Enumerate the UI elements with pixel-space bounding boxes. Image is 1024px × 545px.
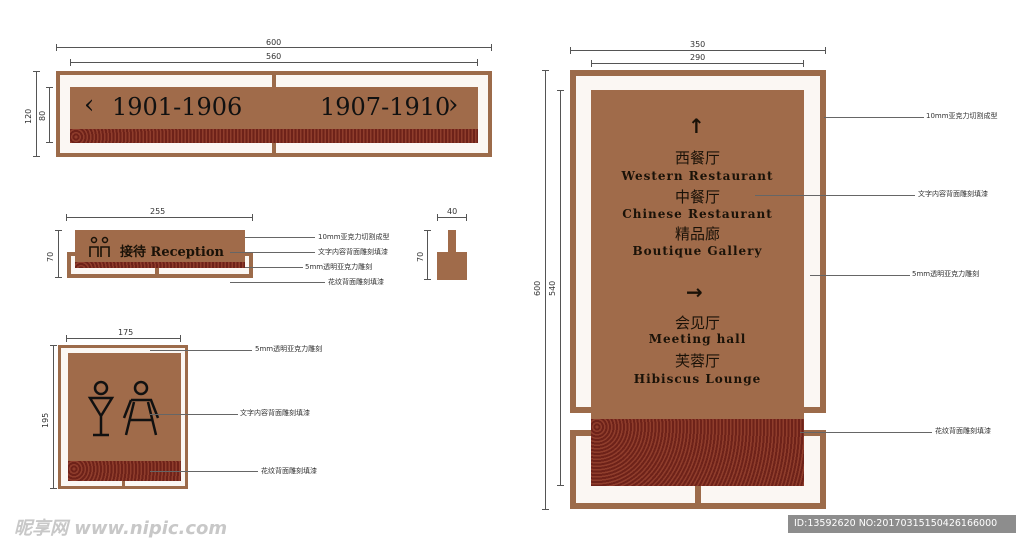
restroom-leader-1 bbox=[150, 350, 252, 351]
restroom-leader-3 bbox=[150, 471, 258, 472]
dim-line-350 bbox=[570, 47, 826, 54]
side-view-post bbox=[448, 230, 456, 252]
restroom-note-3: 花纹背面雕刻填漆 bbox=[261, 467, 317, 475]
directory-divider bbox=[695, 486, 701, 509]
watermark-id-text: ID:13592620 NO:20170315150426166000 bbox=[794, 518, 998, 529]
western-restaurant-cn: 西餐厅 bbox=[674, 149, 720, 167]
dim-line-40 bbox=[437, 214, 467, 221]
dim-label-600: 600 bbox=[266, 38, 282, 47]
watermark-logo: 昵享网 www.nipic.com bbox=[14, 518, 228, 539]
restroom-note-1: 5mm透明亚克力雕刻 bbox=[255, 345, 323, 353]
directory-plate bbox=[591, 90, 804, 419]
directory-leader-3 bbox=[810, 275, 910, 276]
reception-note-1: 10mm亚克力切割成型 bbox=[318, 233, 390, 241]
boutique-gallery-cn: 精品廊 bbox=[674, 225, 720, 243]
reception-note-2: 文字内容背面雕刻填漆 bbox=[318, 248, 388, 256]
dim-label-40: 40 bbox=[447, 207, 458, 216]
dim-label-175: 175 bbox=[118, 328, 134, 337]
dim-line-290 bbox=[591, 60, 804, 67]
restroom-leader-2 bbox=[150, 414, 238, 415]
directory-wave-pattern bbox=[591, 419, 804, 486]
dim-line-70-side bbox=[424, 230, 431, 280]
banner-right-years: 1907-1910 bbox=[320, 93, 451, 121]
dim-label-290: 290 bbox=[690, 53, 706, 62]
dim-line-70 bbox=[55, 230, 62, 278]
dim-line-255 bbox=[66, 214, 253, 221]
restroom-note-2: 文字内容背面雕刻填漆 bbox=[240, 409, 310, 417]
right-arrow-icon: → bbox=[686, 280, 703, 304]
dim-line-560 bbox=[70, 59, 478, 66]
dim-label-70-side: 70 bbox=[416, 251, 425, 262]
people-icon bbox=[89, 236, 110, 257]
directory-note-2: 文字内容背面雕刻填漆 bbox=[918, 190, 988, 198]
directory-leader-2 bbox=[755, 195, 915, 196]
reception-note-4: 花纹背面雕刻填漆 bbox=[328, 278, 384, 286]
dim-label-540-v: 540 bbox=[548, 280, 557, 296]
reception-leader-3 bbox=[245, 267, 303, 268]
chinese-restaurant-en: Chinese Restaurant bbox=[622, 207, 773, 221]
dim-label-70: 70 bbox=[46, 251, 55, 262]
hibiscus-lounge-en: Hibiscus Lounge bbox=[633, 372, 762, 386]
banner-left-arrow: ‹ bbox=[84, 90, 95, 120]
western-restaurant-en: Western Restaurant bbox=[621, 169, 774, 183]
dim-line-195 bbox=[50, 345, 57, 489]
dim-label-80: 80 bbox=[38, 110, 47, 121]
restroom-icon bbox=[87, 380, 160, 437]
dim-line-600-v bbox=[542, 70, 549, 510]
restroom-pattern-band bbox=[68, 461, 181, 481]
dim-label-600-v: 600 bbox=[533, 280, 542, 296]
reception-leader-4 bbox=[230, 282, 325, 283]
dim-line-175 bbox=[66, 335, 181, 342]
dim-line-540-v bbox=[557, 90, 564, 486]
dim-label-195: 195 bbox=[41, 412, 50, 428]
reception-leader-2 bbox=[230, 252, 315, 253]
dim-label-255: 255 bbox=[150, 207, 166, 216]
meeting-hall-en: Meeting hall bbox=[648, 332, 747, 346]
reception-pattern-band bbox=[75, 262, 245, 268]
dim-label-350: 350 bbox=[690, 40, 706, 49]
boutique-gallery-en: Boutique Gallery bbox=[632, 244, 763, 258]
banner-right-arrow: › bbox=[448, 90, 459, 120]
directory-note-1: 10mm亚克力切割成型 bbox=[926, 112, 998, 120]
directory-note-3: 5mm透明亚克力雕刻 bbox=[912, 270, 980, 278]
directory-leader-1 bbox=[824, 117, 924, 118]
directory-leader-4 bbox=[800, 432, 932, 433]
reception-note-3: 5mm透明亚克力雕刻 bbox=[305, 263, 373, 271]
up-arrow-icon: ↑ bbox=[688, 114, 705, 138]
side-view-base bbox=[437, 252, 467, 280]
reception-label: 接待 Reception bbox=[120, 245, 224, 260]
reception-leader-1 bbox=[245, 237, 315, 238]
dim-label-560: 560 bbox=[266, 52, 282, 61]
meeting-hall-cn: 会见厅 bbox=[674, 314, 720, 332]
directory-note-4: 花纹背面雕刻填漆 bbox=[935, 427, 991, 435]
banner-left-years: 1901-1906 bbox=[112, 93, 243, 121]
chinese-restaurant-cn: 中餐厅 bbox=[674, 188, 720, 206]
watermark-id-bar: ID:13592620 NO:20170315150426166000 bbox=[788, 515, 1016, 533]
banner-pattern-band bbox=[70, 129, 478, 143]
banner-plate bbox=[70, 87, 478, 129]
dim-line-120 bbox=[33, 71, 40, 157]
dim-line-80 bbox=[46, 87, 53, 143]
hibiscus-lounge-cn: 芙蓉厅 bbox=[674, 352, 720, 370]
dim-label-120: 120 bbox=[24, 108, 33, 124]
restroom-plate bbox=[68, 353, 181, 461]
dim-line-600 bbox=[56, 44, 492, 51]
